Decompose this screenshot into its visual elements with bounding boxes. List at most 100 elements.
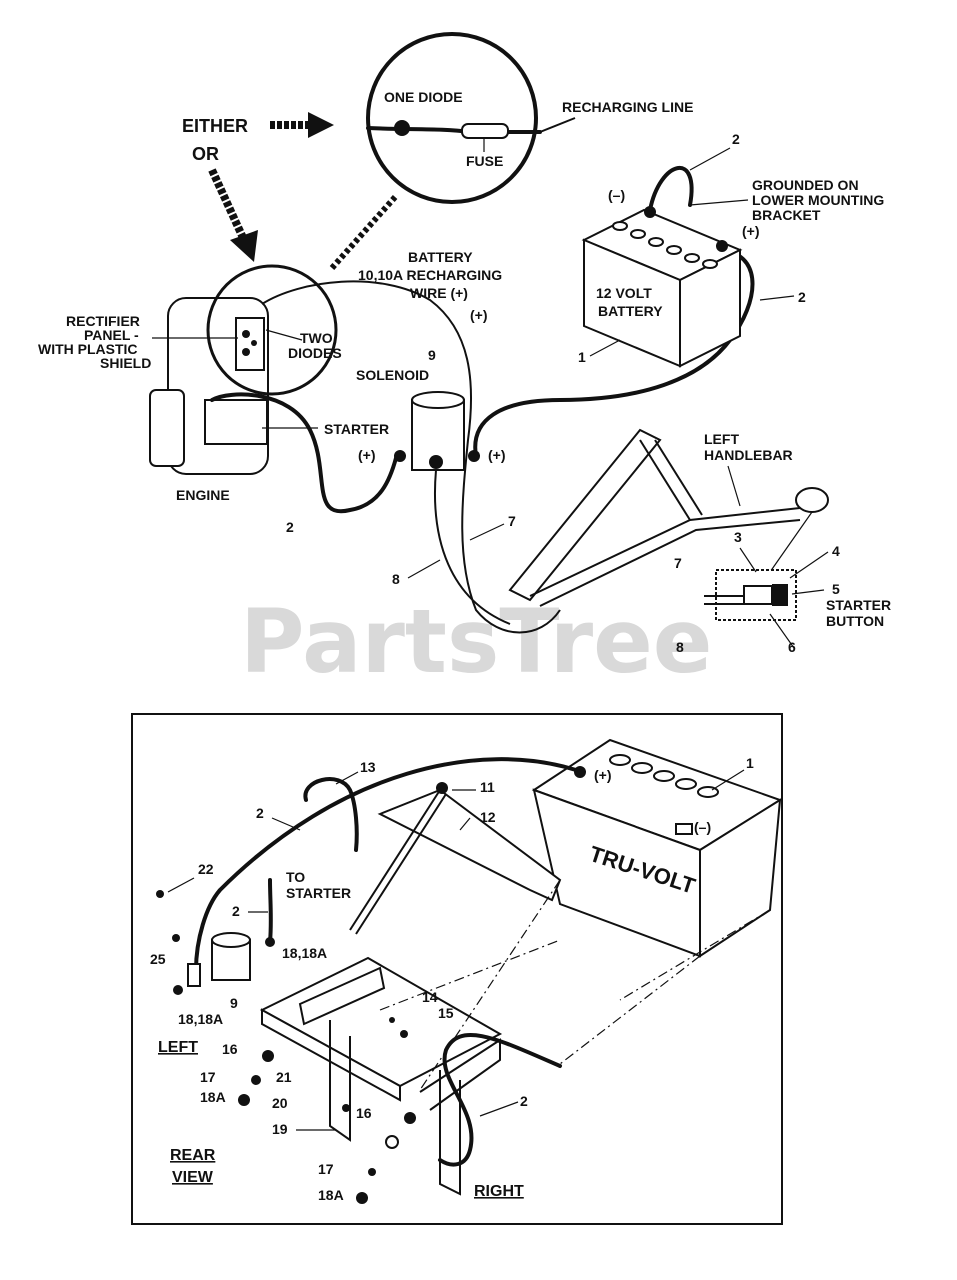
grounded-label-1: GROUNDED ON (752, 177, 859, 193)
rear-view-label-2: VIEW (172, 1169, 214, 1186)
rear-n-16b: 16 (356, 1105, 372, 1121)
rear-n-1: 1 (746, 755, 754, 771)
battery-12v (581, 206, 743, 368)
wire-8 (434, 469, 511, 625)
battery-label-2: BATTERY (598, 303, 663, 319)
rectifier-label-1: RECTIFIER (66, 313, 140, 329)
rear-n-17b: 17 (318, 1161, 334, 1177)
rear-n-21: 21 (276, 1069, 292, 1085)
to-starter-cable (268, 878, 273, 944)
rear-n-17a: 17 (200, 1069, 216, 1085)
n-3: 3 (734, 529, 742, 545)
n-5: 5 (832, 581, 840, 597)
n-8b: 8 (676, 639, 684, 655)
rear-cable-2 (194, 757, 578, 972)
starter-label: STARTER (324, 421, 389, 437)
rear-minus: (–) (694, 819, 711, 835)
plus-mark: (+) (470, 307, 488, 323)
top-diagram: EITHER OR ONE DIODE FUSE RECHARGING LINE (38, 32, 891, 655)
rear-n-18d: 18A (318, 1187, 344, 1203)
two-diodes-magnifier (206, 264, 338, 396)
rear-n-9: 9 (230, 995, 238, 1011)
n-7b: 7 (674, 555, 682, 571)
two-diodes-label-2: DIODES (288, 345, 342, 361)
rear-view-panel: TRU-VOLT (+) (–) 1 11 12 2 13 TO STARTER… (131, 713, 783, 1225)
plus-left-label: (+) (358, 447, 376, 463)
n-4: 4 (832, 543, 840, 559)
rear-n-15: 15 (438, 1005, 454, 1021)
rear-n-13: 13 (360, 759, 376, 775)
rear-n-2c: 2 (520, 1093, 528, 1109)
n-2c: 2 (798, 289, 806, 305)
rectifier-label-4: SHIELD (100, 355, 151, 371)
starter-wire-2 (210, 392, 398, 514)
solenoid-label: SOLENOID (356, 367, 429, 383)
engine (149, 297, 269, 475)
n-6: 6 (788, 639, 796, 655)
rear-n-18c: 18A (200, 1089, 226, 1105)
grounded-label-2: LOWER MOUNTING (752, 192, 884, 208)
to-starter-1: TO (286, 869, 305, 885)
rear-n-2a: 2 (256, 805, 264, 821)
or-arrow (208, 168, 258, 262)
battery-wire-label-3: WIRE (+) (410, 285, 468, 301)
solenoid (394, 391, 480, 471)
starter-button-label-2: BUTTON (826, 613, 884, 629)
rear-n-16a: 16 (222, 1041, 238, 1057)
rectifier-label-3: WITH PLASTIC (38, 341, 138, 357)
n-2b: 2 (732, 131, 740, 147)
n-2a: 2 (286, 519, 294, 535)
rear-n-2b: 2 (232, 903, 240, 919)
to-starter-2: STARTER (286, 885, 351, 901)
two-diodes-label-1: TWO (300, 330, 333, 346)
one-diode-label: ONE DIODE (384, 89, 463, 105)
recharging-line-label: RECHARGING LINE (562, 99, 693, 115)
rear-n-25: 25 (150, 951, 166, 967)
n-1: 1 (578, 349, 586, 365)
handlebar-label-1: LEFT (704, 431, 739, 447)
rear-n-12: 12 (480, 809, 496, 825)
left-handlebar (508, 428, 829, 607)
minus-label: (–) (608, 187, 625, 203)
rear-n-18b: 18,18A (178, 1011, 223, 1027)
hold-down-bar (377, 788, 562, 902)
rear-cable-2-right (438, 1033, 562, 1167)
handlebar-label-2: HANDLEBAR (704, 447, 793, 463)
magnifier-connector (329, 194, 399, 270)
rear-n-11: 11 (480, 779, 495, 795)
either-label: EITHER (182, 116, 248, 136)
battery-label-1: 12 VOLT (596, 285, 652, 301)
solenoid-number: 9 (428, 347, 436, 363)
ground-strap-13 (303, 777, 359, 852)
left-label: LEFT (158, 1039, 198, 1056)
n-7a: 7 (508, 513, 516, 529)
rear-view-label-1: REAR (170, 1147, 216, 1164)
engine-label: ENGINE (176, 487, 230, 503)
rear-n-20: 20 (272, 1095, 288, 1111)
ground-cable (648, 165, 694, 212)
either-arrow (270, 112, 334, 138)
mounting-bracket (259, 956, 503, 1196)
or-label: OR (192, 144, 219, 164)
rear-n-14: 14 (422, 989, 438, 1005)
right-label: RIGHT (474, 1183, 524, 1200)
n-8a: 8 (392, 571, 400, 587)
rod-11 (349, 789, 441, 931)
watermark: PartsTree (240, 590, 712, 693)
rear-n-19: 19 (272, 1121, 288, 1137)
rear-plus: (+) (594, 767, 612, 783)
fuse-label: FUSE (466, 153, 503, 169)
plus-battery-label: (+) (742, 223, 760, 239)
rear-solenoid (187, 932, 275, 987)
grounded-label-3: BRACKET (752, 207, 821, 223)
rear-n-18a: 18,18A (282, 945, 327, 961)
recharging-wire (261, 280, 561, 634)
one-diode-magnifier (366, 32, 576, 204)
plus-right-label: (+) (488, 447, 506, 463)
starter-button-label-1: STARTER (826, 597, 891, 613)
rectifier-label-2: PANEL - (84, 327, 139, 343)
battery-cable-2 (473, 250, 755, 458)
starter-button-detail (704, 569, 797, 621)
battery-wire-label-2: 10,10A RECHARGING (358, 267, 502, 283)
